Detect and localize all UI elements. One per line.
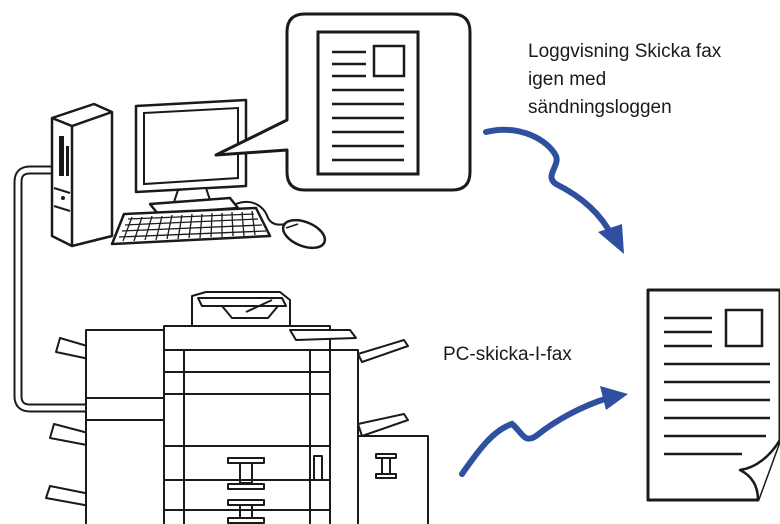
resend-log-label-line2: igen med [528,69,607,90]
document-icon [646,288,780,502]
keyboard-icon [110,206,272,246]
document-icon [316,30,420,176]
resend-log-label-line1: Loggvisning Skicka fax [528,41,722,62]
resend-log-label: Loggvisning Skicka fax igen med sändning… [528,38,721,122]
monitor-icon [134,98,248,216]
mfp-printer-icon [45,291,429,524]
pc-fax-label: PC-skicka-I-fax [443,344,572,365]
mouse-icon [235,200,327,250]
curved-arrow-icon [459,386,628,477]
computer-tower-icon [50,102,114,248]
resend-log-label-line3: sändningsloggen [528,97,672,118]
curved-arrow-icon [483,126,624,254]
